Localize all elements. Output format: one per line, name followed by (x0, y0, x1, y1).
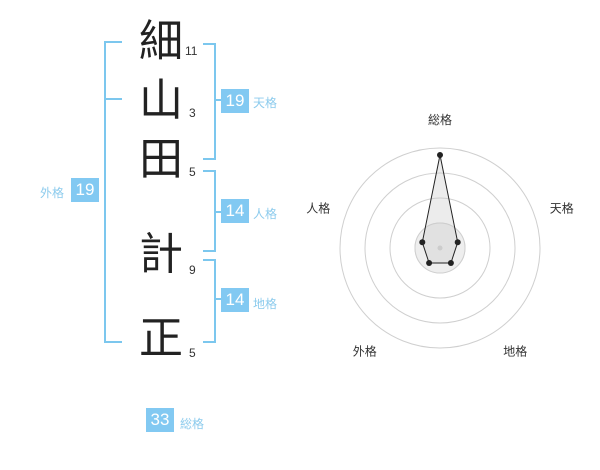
tenkaku-bracket (203, 43, 216, 160)
gaikaku-label: 外格 (40, 186, 65, 200)
jinkaku-label: 人格 (253, 207, 278, 221)
tenkaku-bracket-tick (214, 99, 222, 101)
stroke-count-3: 5 (189, 165, 196, 179)
name-char-3: 田 (139, 134, 183, 185)
stroke-count-1: 11 (185, 44, 198, 58)
tenkaku-label: 天格 (253, 96, 278, 110)
chikaku-value-badge: 14 (221, 288, 249, 312)
stroke-count-4: 9 (189, 263, 196, 277)
radar-point-4 (426, 260, 433, 266)
radar-axis-label-1: 総格 (428, 112, 452, 127)
chikaku-bracket-tick (214, 298, 222, 300)
soukaku-label: 総格 (180, 417, 205, 431)
chikaku-bracket (203, 259, 216, 343)
jinkaku-value-badge: 14 (221, 199, 249, 223)
radar-point-3 (447, 260, 454, 266)
chikaku-label: 地格 (253, 297, 278, 311)
stroke-count-2: 3 (189, 106, 196, 120)
radar-point-5 (419, 239, 426, 246)
name-char-2: 山 (139, 75, 183, 126)
jinkaku-bracket-tick (214, 211, 222, 213)
radar-point-2 (454, 239, 461, 246)
gaikaku-value-badge: 19 (71, 178, 99, 202)
name-char-1: 細 (139, 16, 183, 67)
name-char-4: 計 (139, 229, 183, 280)
gaikaku-bracket (104, 41, 122, 343)
radar-axis-label-5: 人格 (306, 200, 330, 215)
gaikaku-bracket-connector (104, 98, 122, 100)
radar-data-polygon (421, 154, 459, 264)
radar-axis-label-3: 地格 (503, 344, 527, 359)
tenkaku-value-badge: 19 (221, 89, 249, 113)
name-char-5: 正 (139, 313, 183, 364)
radar-axis-label-4: 外格 (353, 344, 377, 359)
radar-axis-label-2: 天格 (550, 200, 574, 215)
soukaku-value-badge: 33 (146, 408, 174, 432)
radar-center-point (437, 245, 443, 251)
stroke-count-5: 5 (189, 346, 196, 360)
radar-point-1 (437, 152, 443, 158)
